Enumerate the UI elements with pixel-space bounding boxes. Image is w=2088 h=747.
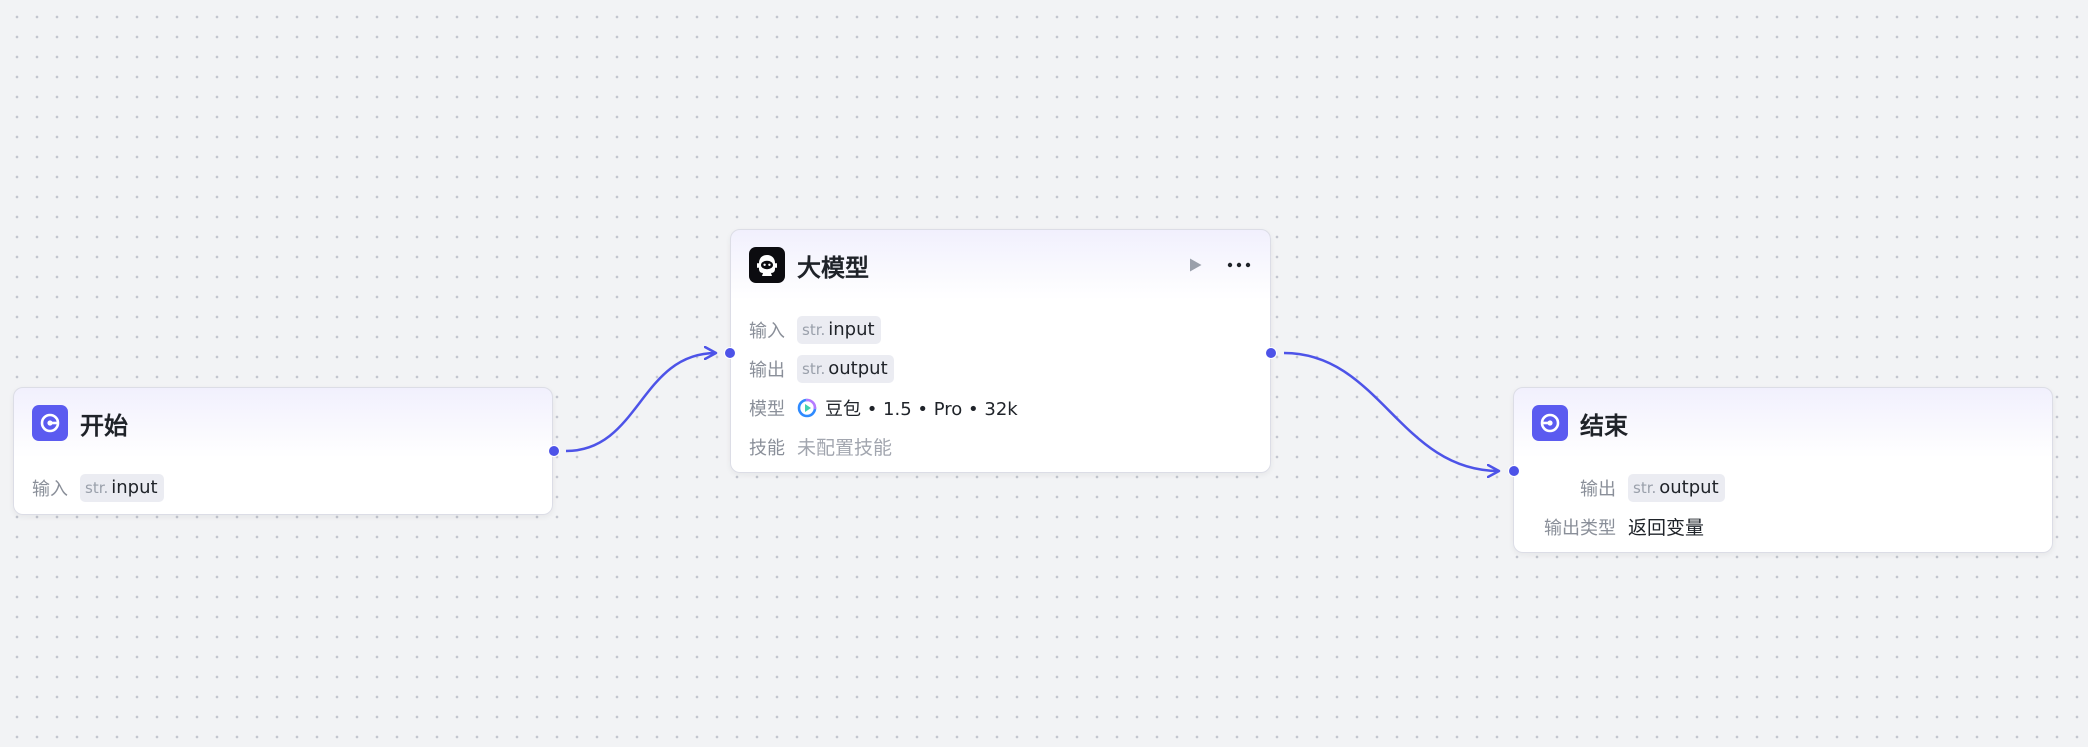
end-input-port[interactable]	[1508, 465, 1520, 477]
end-output-kind-row: 输出类型 返回变量	[1532, 507, 2034, 546]
play-icon	[1190, 258, 1202, 272]
llm-node[interactable]: 大模型 输入 str. i	[730, 229, 1271, 473]
llm-input-variable: str. input	[797, 315, 881, 344]
llm-node-actions	[1182, 252, 1252, 278]
end-output-kind-value: 返回变量	[1628, 517, 1705, 539]
end-output-kind-label: 输出类型	[1544, 517, 1616, 539]
start-node[interactable]: 开始 输入 str. input	[13, 387, 553, 515]
variable-type: str.	[85, 478, 109, 497]
llm-model-row: 模型 豆包 • 1.5 • Pro • 32k	[749, 388, 1252, 427]
start-node-icon	[32, 405, 68, 441]
start-input-row: 输入 str. input	[32, 468, 534, 507]
more-button[interactable]	[1226, 252, 1252, 278]
llm-input-row: 输入 str. input	[749, 310, 1252, 349]
llm-skill-label: 技能	[749, 437, 785, 459]
end-output-variable: str. output	[1628, 473, 1725, 502]
end-output-label: 输出	[1580, 478, 1616, 500]
llm-robot-icon	[749, 247, 785, 283]
edge-llm-to-end[interactable]	[1283, 351, 1499, 471]
variable-type: str.	[802, 320, 826, 339]
more-icon	[1227, 262, 1251, 268]
end-node-header: 结束	[1532, 405, 1628, 441]
llm-skill-row: 技能 未配置技能	[749, 427, 1252, 466]
llm-node-header: 大模型	[749, 247, 869, 283]
variable-type: str.	[802, 359, 826, 378]
llm-model-value: 豆包 • 1.5 • Pro • 32k	[825, 398, 1018, 420]
end-output-row: 输出 str. output	[1532, 468, 2034, 507]
llm-skill-value: 未配置技能	[797, 437, 893, 459]
variable-type: str.	[1633, 478, 1657, 497]
variable-name: output	[1659, 476, 1719, 498]
edge-start-to-llm[interactable]	[565, 353, 716, 453]
run-button[interactable]	[1182, 252, 1208, 278]
end-node-icon	[1532, 405, 1568, 441]
llm-node-title: 大模型	[797, 253, 869, 282]
start-node-header: 开始	[32, 405, 128, 441]
llm-output-port[interactable]	[1265, 347, 1277, 359]
variable-name: input	[828, 318, 875, 340]
end-node[interactable]: 结束 输出 str. output 输出类型 返回变量	[1513, 387, 2053, 553]
variable-name: output	[828, 357, 888, 379]
variable-name: input	[111, 476, 158, 498]
start-input-variable: str. input	[80, 473, 164, 502]
llm-output-variable: str. output	[797, 354, 894, 383]
start-input-label: 输入	[32, 478, 68, 500]
end-node-title: 结束	[1580, 411, 1628, 440]
llm-input-port[interactable]	[724, 347, 736, 359]
llm-input-label: 输入	[749, 320, 785, 342]
start-output-port[interactable]	[548, 445, 560, 457]
doubao-logo-icon	[797, 398, 817, 417]
start-node-title: 开始	[80, 411, 128, 440]
llm-output-label: 输出	[749, 359, 785, 381]
llm-model-label: 模型	[749, 398, 785, 420]
llm-output-row: 输出 str. output	[749, 349, 1252, 388]
